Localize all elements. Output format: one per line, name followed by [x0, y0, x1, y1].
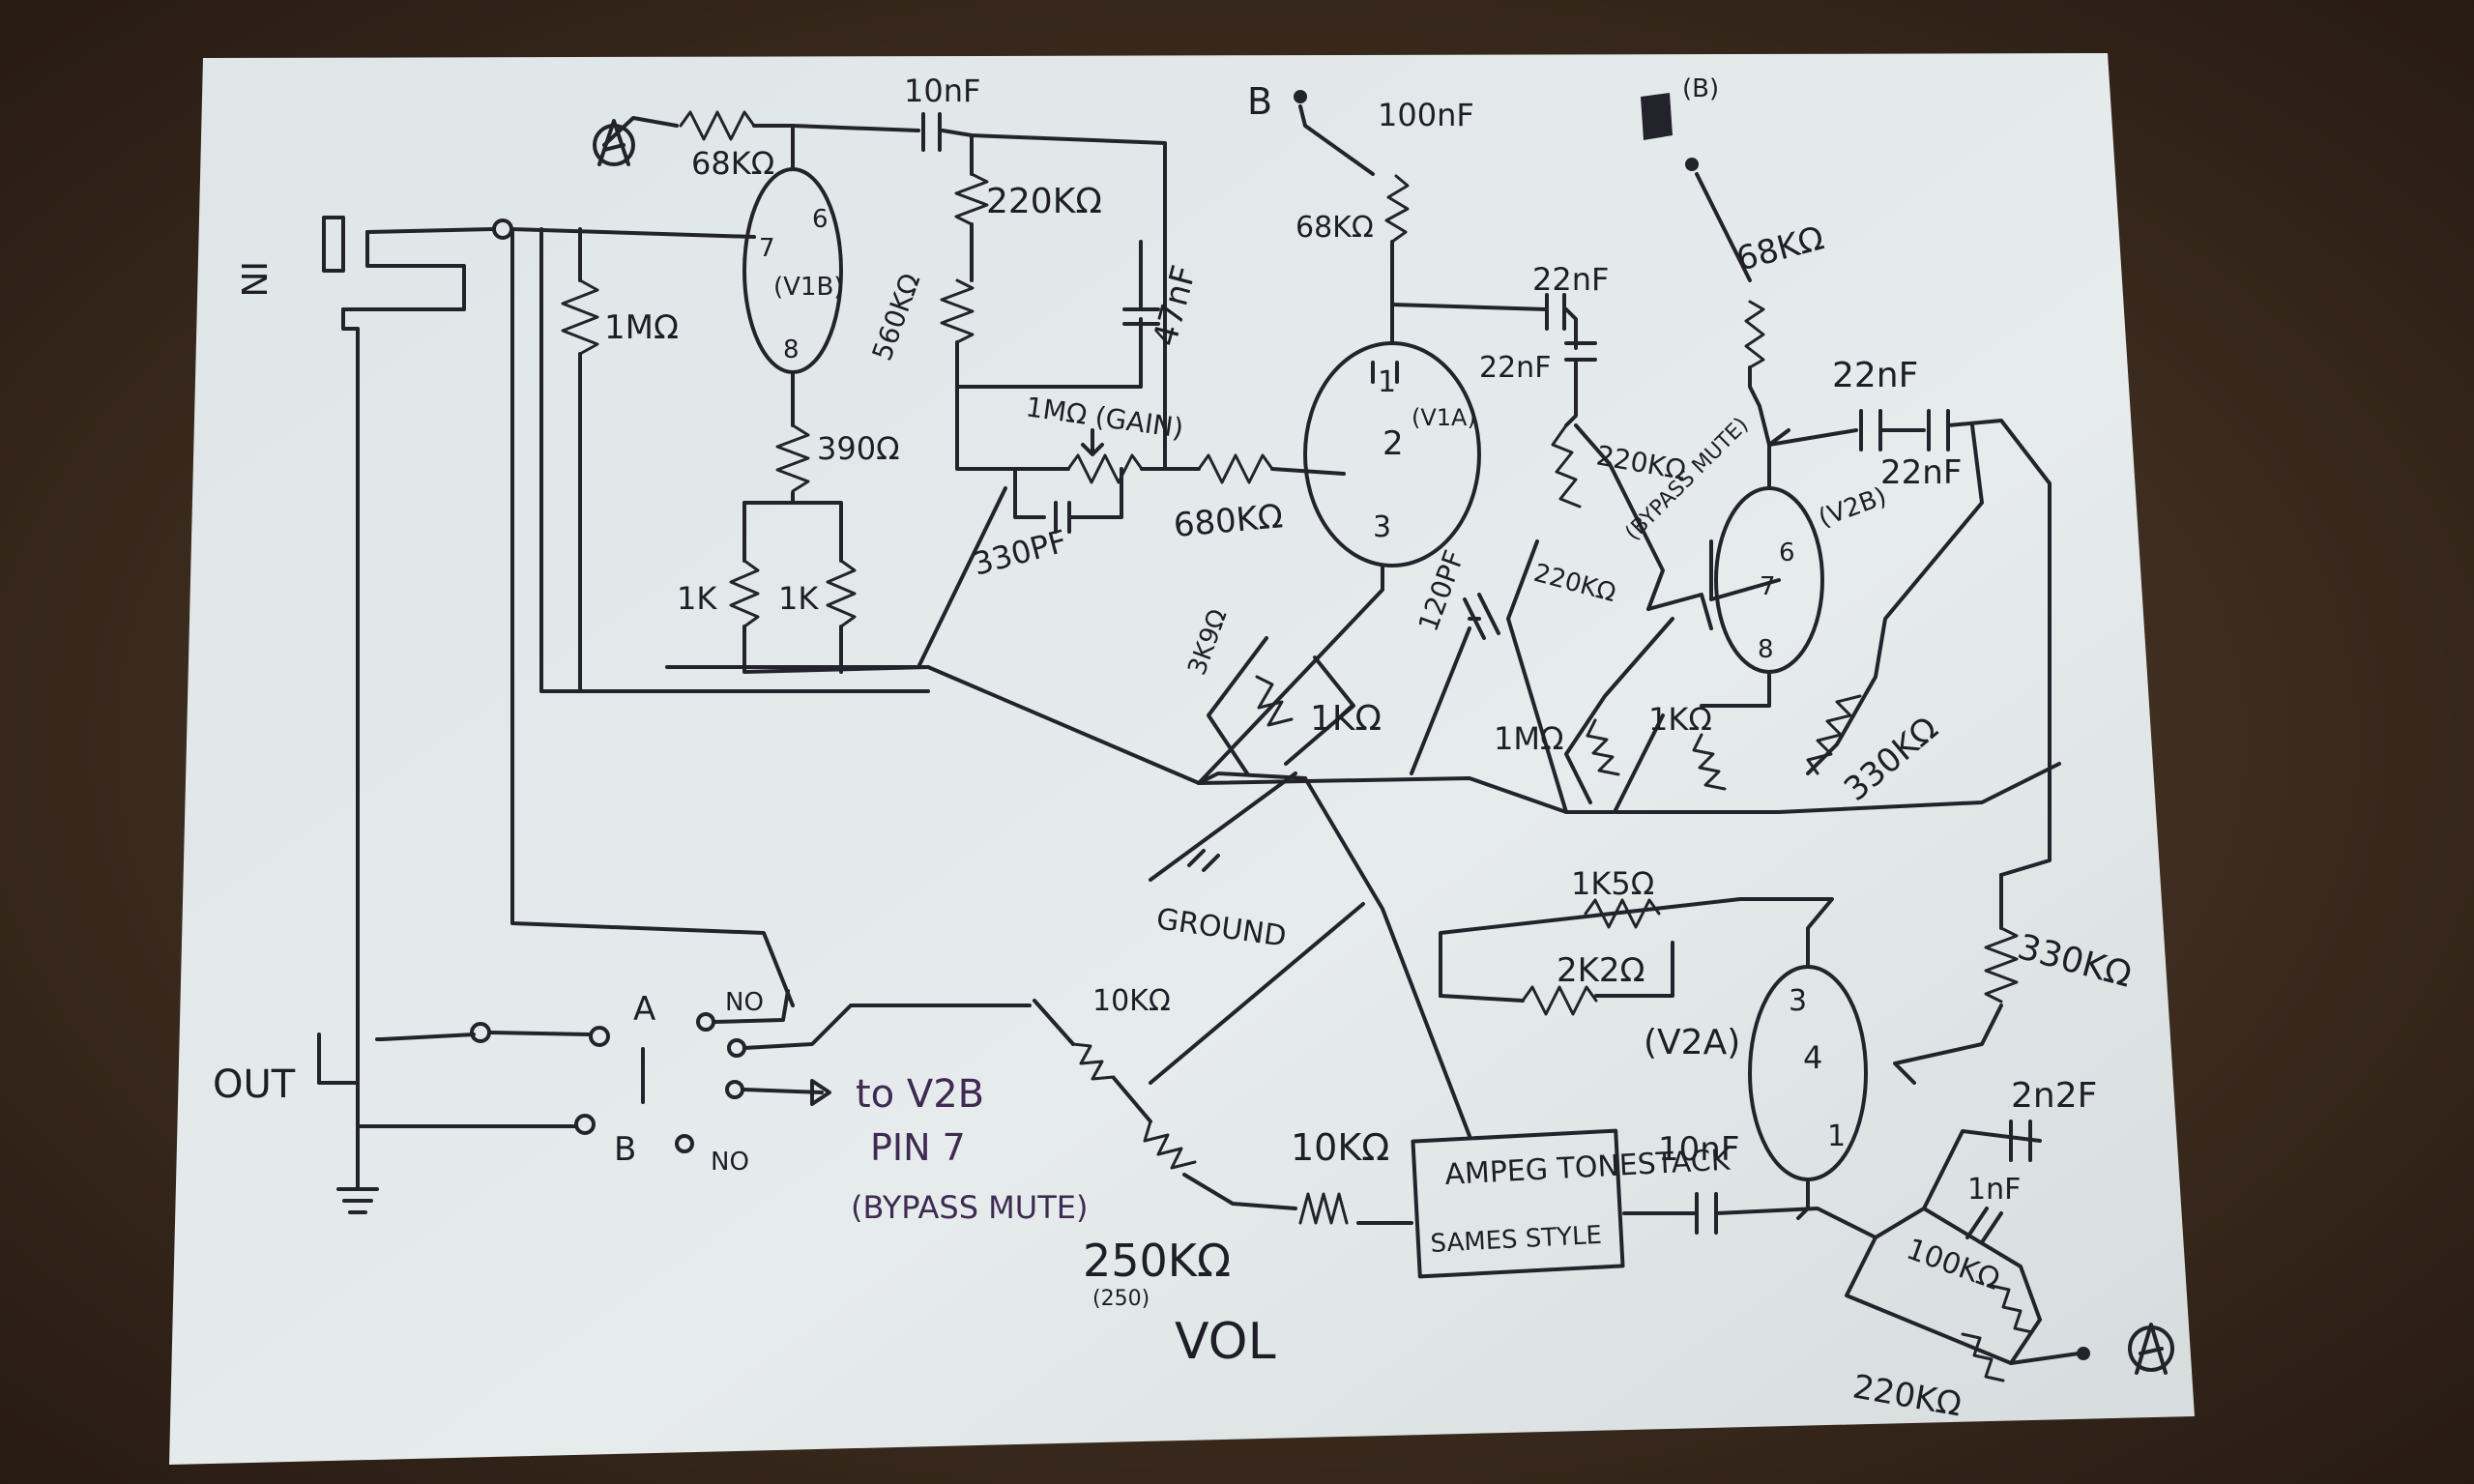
- value-22nf-1: 22nF: [1532, 261, 1609, 298]
- tube-v2b-pin-8: 8: [1758, 635, 1774, 664]
- value-22nf-2: 22nF: [1479, 351, 1551, 385]
- tube-v2b-pin-7: 7: [1760, 572, 1776, 601]
- label-switch-no1: NO: [725, 988, 764, 1017]
- a-marker-bottom: [2128, 1323, 2174, 1375]
- value-1m-v2b: 1MΩ: [1494, 720, 1563, 757]
- value-1k-v2b: 1KΩ: [1648, 701, 1712, 738]
- tube-v1b-pin-7: 7: [759, 234, 775, 263]
- value-1k-a: 1K: [677, 580, 717, 617]
- circuit-wires: [317, 90, 2090, 1382]
- label-switch-no2: NO: [711, 1148, 749, 1177]
- tube-v1b-pin-6: 6: [812, 205, 829, 234]
- a-marker-top: [593, 119, 635, 166]
- tube-v1a-pin-3: 3: [1373, 510, 1391, 544]
- value-10k-b: 10KΩ: [1291, 1126, 1389, 1169]
- value-1m-in: 1MΩ: [604, 308, 679, 347]
- b-plus-marker: [1641, 93, 1673, 140]
- value-250-sub: (250): [1092, 1287, 1150, 1311]
- value-2n2: 2n2F: [2011, 1076, 2097, 1116]
- value-220k-top: 220KΩ: [986, 182, 1102, 221]
- tube-v1a-pin-1: 1: [1378, 365, 1396, 399]
- label-to-v2b: to V2B: [856, 1072, 984, 1117]
- tube-v2a-pin-1: 1: [1827, 1120, 1846, 1153]
- label-bypass-mute: (BYPASS MUTE): [851, 1189, 1088, 1226]
- label-switch-a: A: [633, 990, 655, 1029]
- tube-v1a-pin-2: 2: [1383, 424, 1404, 463]
- value-390: 390Ω: [817, 430, 900, 467]
- tube-v1b-name: (V1B): [773, 273, 843, 302]
- value-68k-v1b: 68KΩ: [691, 145, 774, 182]
- value-1k5: 1K5Ω: [1571, 865, 1654, 902]
- value-1k-b: 1K: [778, 580, 819, 617]
- paper-sheet: [169, 53, 2195, 1465]
- value-1nf: 1nF: [1967, 1173, 2021, 1207]
- value-10k-a: 10KΩ: [1092, 984, 1171, 1018]
- value-10nf-ts: 10nF: [1658, 1130, 1739, 1169]
- value-680k: 680KΩ: [1172, 497, 1284, 545]
- value-1k-v1a: 1KΩ: [1310, 699, 1382, 739]
- tube-v2a-name: (V2A): [1644, 1023, 1740, 1062]
- value-68k-v1a: 68KΩ: [1295, 211, 1374, 245]
- label-b-top: B: [1247, 80, 1272, 123]
- value-250k: 250KΩ: [1083, 1235, 1231, 1287]
- label-out: OUT: [213, 1062, 296, 1107]
- value-22nf-3: 22nF: [1832, 356, 1918, 395]
- label-pin7: PIN 7: [870, 1126, 966, 1169]
- value-22nf-4: 22nF: [1880, 453, 1962, 492]
- label-switch-b: B: [614, 1130, 636, 1169]
- value-10nf-top: 10nF: [904, 73, 980, 109]
- label-in: IN: [233, 261, 273, 298]
- value-100nf: 100nF: [1378, 97, 1474, 133]
- label-vol: VOL: [1175, 1313, 1276, 1371]
- tube-v1b-pin-8: 8: [783, 335, 800, 364]
- tube-labels: (V1B) 6 7 8 (V1A) 1 2 3 (V2B) 6 7 8 (V2A…: [759, 205, 1890, 1153]
- value-2k2: 2K2Ω: [1557, 951, 1645, 990]
- tube-v2b-pin-6: 6: [1779, 538, 1795, 567]
- tube-v2a-pin-3: 3: [1789, 984, 1807, 1018]
- label-b-plus: (B): [1682, 74, 1719, 103]
- tube-v2a-pin-4: 4: [1803, 1039, 1822, 1076]
- tube-v1a-name: (V1A): [1412, 404, 1476, 431]
